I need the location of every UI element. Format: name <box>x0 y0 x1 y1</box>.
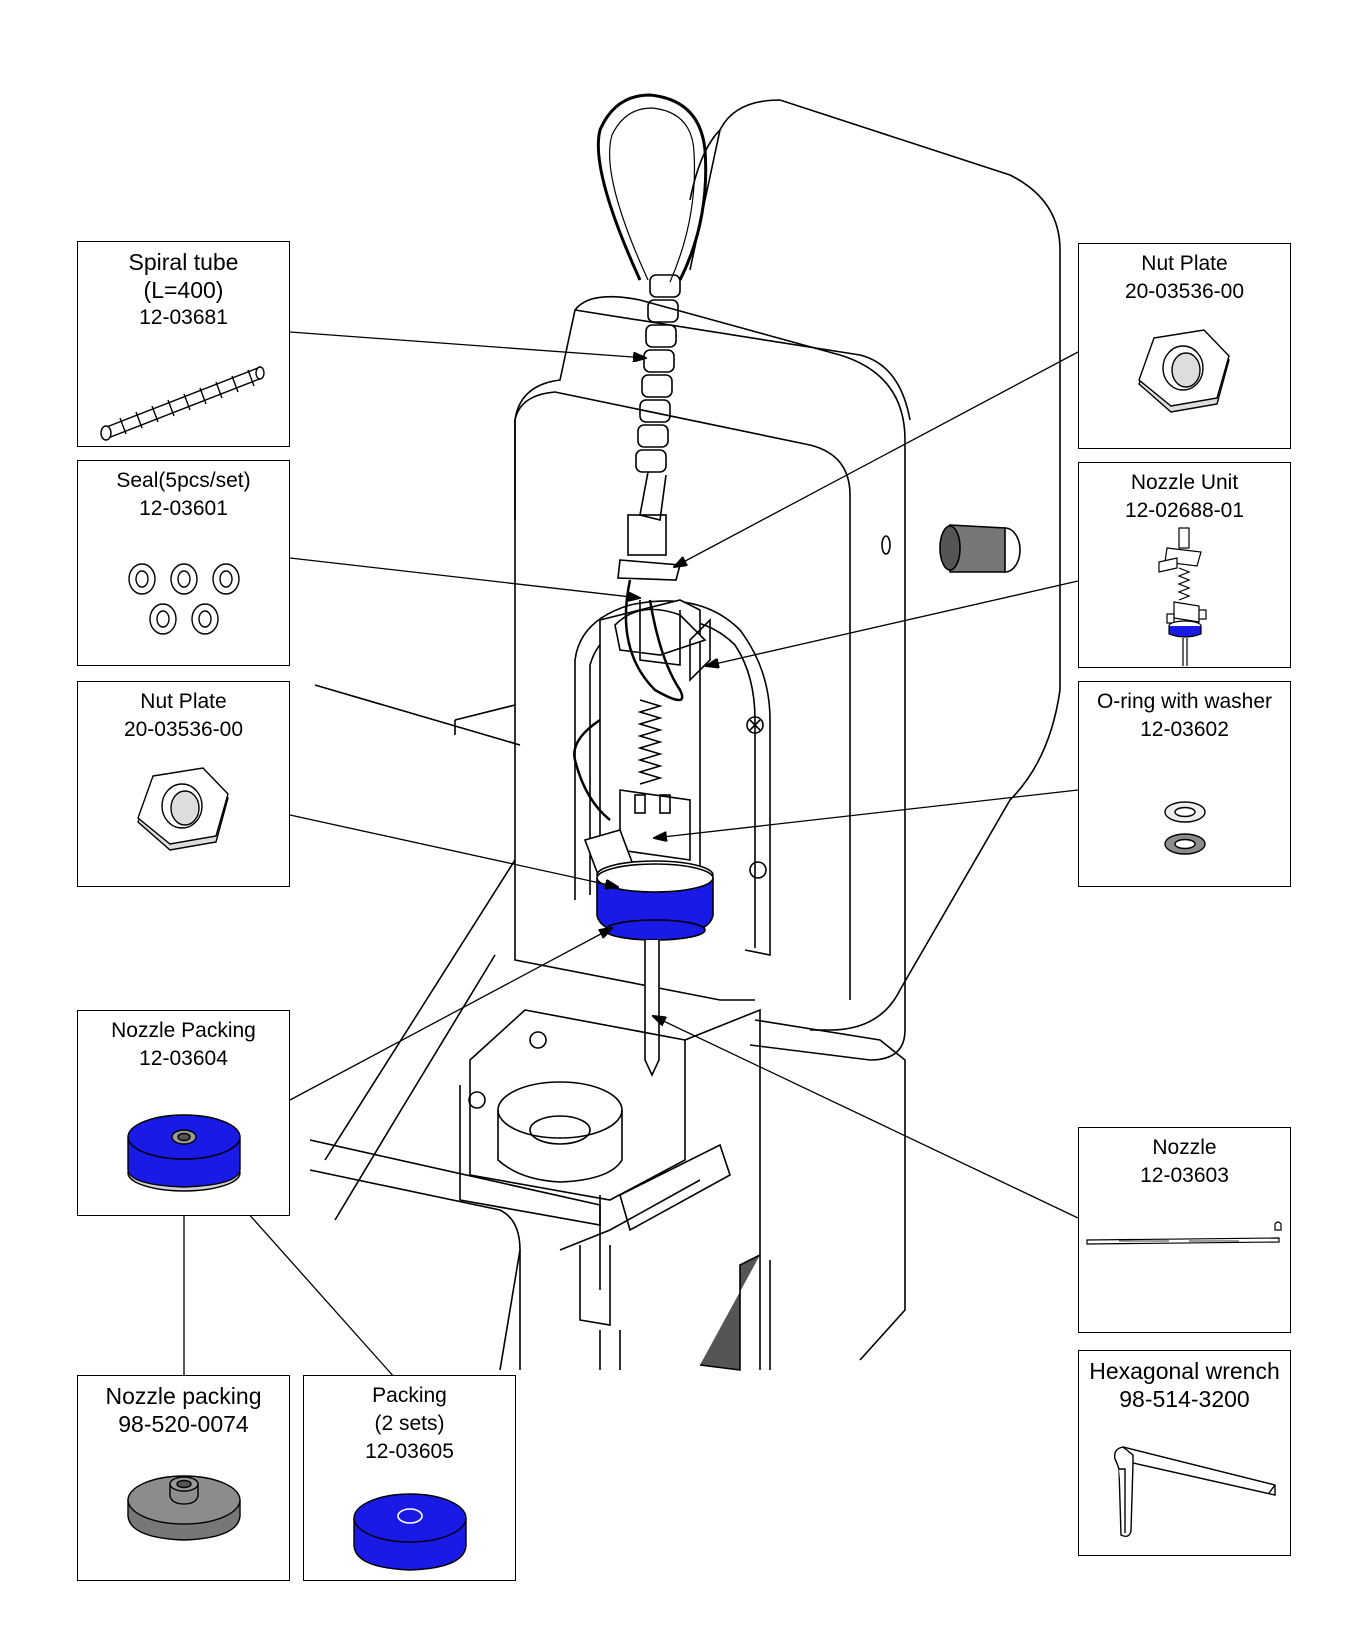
spring <box>637 699 663 785</box>
leader-nut-plate-left <box>289 814 618 887</box>
leader-nut-plate-right <box>674 351 1079 567</box>
housing-front <box>514 295 906 1061</box>
leader-nozzle <box>653 1016 1079 1219</box>
front-panel <box>514 391 851 1000</box>
part-box-nozzle-unit: Nozzle Unit 12-02688-01 <box>1078 462 1291 668</box>
leader-seal <box>289 557 640 598</box>
leader-o-ring <box>654 789 1079 838</box>
part-label: O-ring with washer 12-03602 <box>1096 690 1273 741</box>
hex-nut-icon <box>1138 329 1230 413</box>
leader-nozzle-packing <box>289 928 612 1101</box>
tube-loop <box>596 93 708 281</box>
part-label: Spiral tube (L=400) 12-03681 <box>128 249 239 329</box>
part-label: Packing (2 sets) 12-03605 <box>365 1384 454 1463</box>
part-label: Seal(5pcs/set) 12-03601 <box>116 469 251 520</box>
part-label: Nut Plate 20-03536-00 <box>1124 252 1245 303</box>
hex-nut-icon <box>137 767 229 851</box>
part-label: Nozzle packing 98-520-0074 <box>105 1383 262 1437</box>
part-box-nozzle-packing: Nozzle Packing 12-03604 <box>77 1010 290 1216</box>
nozzle-needle-icon <box>1086 1221 1282 1245</box>
housing-back-inner <box>689 129 721 201</box>
part-box-nozzle-packing-gray: Nozzle packing 98-520-0074 <box>77 1375 290 1581</box>
part-box-hex-wrench: Hexagonal wrench 98-514-3200 <box>1078 1350 1291 1556</box>
part-label: Nozzle Unit 12-02688-01 <box>1124 471 1245 522</box>
blue-disc-icon <box>353 1493 467 1571</box>
part-label: Hexagonal wrench 98-514-3200 <box>1089 1358 1280 1412</box>
seal-rings-icon <box>128 563 240 635</box>
leader-spiral-tube <box>289 331 646 358</box>
part-box-packing: Packing (2 sets) 12-03605 <box>303 1375 516 1581</box>
part-box-seal: Seal(5pcs/set) 12-03601 <box>77 460 290 666</box>
nozzle-unit-icon <box>1158 527 1207 666</box>
part-label: Nozzle Packing 12-03604 <box>111 1019 256 1070</box>
leader-nozzle-unit <box>706 580 1079 666</box>
part-label: Nut Plate 20-03536-00 <box>123 690 244 741</box>
housing-front-edge <box>574 309 911 421</box>
housing-back <box>689 99 1061 1031</box>
part-box-nut-plate-right: Nut Plate 20-03536-00 <box>1078 243 1291 449</box>
part-label: Nozzle 12-03603 <box>1140 1136 1229 1187</box>
part-box-spiral-tube: Spiral tube (L=400) 12-03681 <box>77 241 290 447</box>
part-box-nut-plate-left: Nut Plate 20-03536-00 <box>77 681 290 887</box>
part-box-nozzle: Nozzle 12-03603 <box>1078 1127 1291 1333</box>
part-box-o-ring: O-ring with washer 12-03602 <box>1078 681 1291 887</box>
hex-wrench-icon <box>1113 1446 1276 1538</box>
o-ring-washer-icon <box>1164 801 1206 855</box>
blue-packing-icon <box>127 1114 241 1192</box>
gray-packing-icon <box>127 1475 241 1541</box>
spiral-tube-icon <box>100 366 265 441</box>
window-opening <box>574 600 771 956</box>
